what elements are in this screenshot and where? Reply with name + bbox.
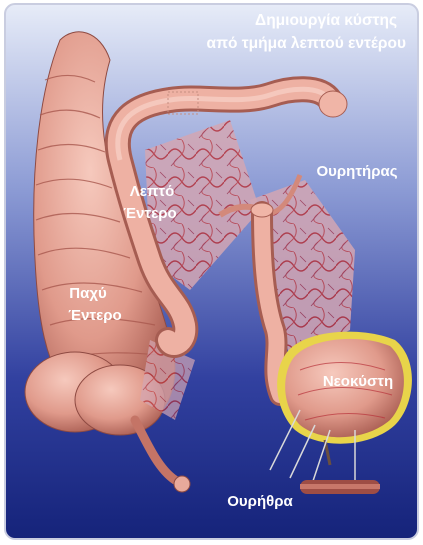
label-large-intestine-1: Παχύ — [69, 285, 107, 302]
title-line-1: Δημιουργία κύστης — [255, 12, 397, 29]
label-large-intestine-2: Έντερο — [68, 307, 121, 324]
label-small-intestine-1: Λεπτό — [130, 183, 174, 200]
urethra-shape — [300, 480, 380, 494]
label-small-intestine-2: Έντερο — [123, 205, 176, 222]
label-neobladder: Νεοκύστη — [323, 373, 393, 390]
label-urethra: Ουρήθρα — [227, 493, 293, 510]
label-ureters: Ουρητήρας — [317, 163, 398, 180]
title-line-2: από τμήμα λεπτού εντέρου — [207, 35, 406, 52]
